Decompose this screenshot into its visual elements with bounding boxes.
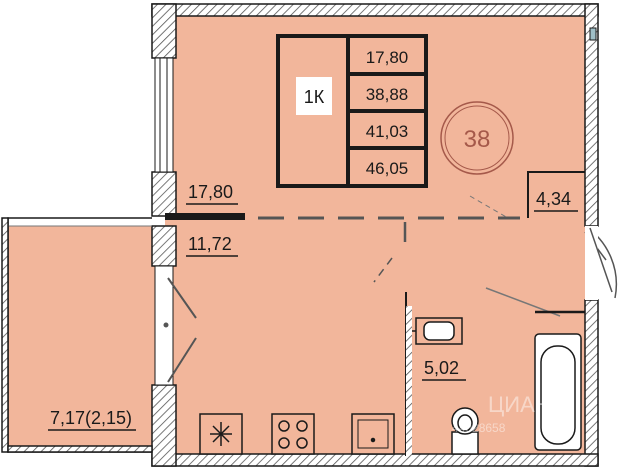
left-wall-mid xyxy=(151,171,177,217)
bathtub-icon xyxy=(534,333,582,451)
stove-icon xyxy=(271,413,315,455)
toilet-icon xyxy=(451,407,479,455)
left-wall-hall xyxy=(151,225,177,267)
apartment-type-cell xyxy=(296,77,332,115)
watermark-id: 44028658 xyxy=(452,421,506,435)
summary-value-1: 17,80 xyxy=(366,48,409,67)
summary-value-3: 41,03 xyxy=(366,122,409,141)
loggia-floor xyxy=(8,226,156,452)
left-wall-top xyxy=(151,3,177,59)
outer-walls xyxy=(151,3,599,467)
washing-machine-icon xyxy=(351,413,395,455)
watermark: ЦИАН 44028658 xyxy=(452,392,551,435)
summary-table: 1К 17,80 38,88 41,03 46,05 xyxy=(276,34,428,188)
fixtures xyxy=(199,317,582,455)
apartment-number-badge: 38 xyxy=(440,101,514,175)
living-room-window xyxy=(154,57,174,173)
summary-value-4: 46,05 xyxy=(366,159,409,178)
room-labels: 17,80 11,72 4,34 5,02 7,17(2,15) xyxy=(48,182,578,431)
bottom-wall xyxy=(151,453,599,467)
hall-area: 11,72 xyxy=(188,234,232,254)
loggia-area: 7,17(2,15) xyxy=(50,408,132,428)
loggia-walls xyxy=(1,217,153,453)
entrance-door xyxy=(584,225,618,300)
apartment-type: 1К xyxy=(304,87,325,107)
top-wall xyxy=(151,3,599,17)
living-room-area: 17,80 xyxy=(188,182,233,202)
balcony-door xyxy=(163,277,197,383)
left-wall-bottom xyxy=(151,384,177,467)
bathroom-sink-icon xyxy=(412,317,463,345)
storage-niche xyxy=(469,171,585,219)
storage-area: 4,34 xyxy=(536,189,571,209)
bathroom-walls xyxy=(405,287,585,456)
apartment-number: 38 xyxy=(464,126,491,153)
summary-value-2: 38,88 xyxy=(366,85,409,104)
interior-partitions xyxy=(165,213,520,283)
right-window xyxy=(589,27,597,41)
bathroom-area: 5,02 xyxy=(424,358,459,378)
kitchen-sink-icon xyxy=(199,413,243,455)
watermark-brand: ЦИАН xyxy=(488,392,551,417)
right-wall-lower xyxy=(584,299,599,467)
